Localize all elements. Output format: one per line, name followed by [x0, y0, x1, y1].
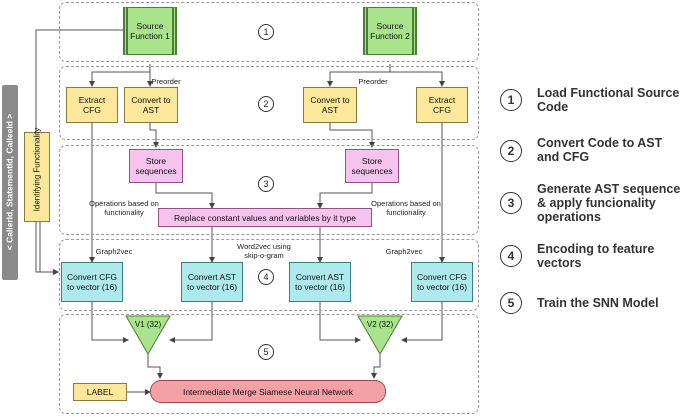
cfg-vector-2: Convert CFG to vector (16) [411, 262, 473, 302]
v1-label: V1 (32) [134, 320, 162, 329]
legend-text-4: Encoding to feature vectors [537, 242, 655, 270]
stage-number-2: 2 [258, 96, 274, 112]
label-box: LABEL [73, 383, 127, 401]
legend-number-2: 2 [500, 140, 522, 162]
v2-triangle [357, 315, 403, 355]
convert-ast-2: Convert to AST [303, 87, 357, 123]
stage-number-4: 4 [258, 269, 274, 285]
legend-text-2: Convert Code to AST and CFG [537, 136, 663, 164]
graph2vec-note-right: Graph2vec [385, 247, 423, 256]
graph2vec-note-left: Graph2vec [95, 247, 133, 256]
ops-note-left: Operations based on functionality [89, 199, 159, 217]
v1-triangle [125, 315, 171, 355]
legend-number-4: 4 [500, 245, 522, 267]
ast-vector-1: Convert AST to vector (16) [181, 262, 243, 302]
edge-v2-merge [371, 352, 381, 379]
legend-number-5: 5 [500, 292, 522, 314]
legend-text-1: Load Functional Source Code [537, 86, 680, 114]
legend-number-3: 3 [500, 192, 522, 214]
stage-number-5: 5 [258, 344, 274, 360]
ast-vector-2: Convert AST to vector (16) [289, 262, 351, 302]
merge-snn-box: Intermediate Merge Siamese Neural Networ… [150, 380, 386, 403]
ids-label-box: < CallerId, StatementId, CalleeId > [2, 85, 18, 280]
edge-functionality [39, 222, 59, 275]
store-sequences-2: Store sequences [345, 149, 399, 183]
convert-ast-1: Convert to AST [124, 87, 178, 123]
edge-src2-cfg [389, 64, 445, 87]
functionality-label: Identifying Functionality [32, 127, 42, 212]
edge-store2-replace [317, 183, 373, 209]
edge-ast2-store [329, 122, 375, 148]
extract-cfg-1: Extract CFG [66, 87, 118, 123]
ids-label: < CallerId, StatementId, CalleeId > [4, 113, 15, 251]
legend-text-5: Train the SNN Model [537, 296, 659, 310]
stage-number-3: 3 [258, 176, 274, 192]
source-function-2: Source Function 2 [363, 7, 417, 55]
cfg-vector-1: Convert CFG to vector (16) [61, 262, 123, 302]
stage-number-1: 1 [258, 24, 274, 40]
stage-frame-2 [59, 66, 479, 140]
stage-frame-5 [59, 314, 479, 414]
edge-v1-merge [147, 352, 163, 379]
stage-frame-4 [59, 239, 479, 311]
v2-label: V2 (32) [366, 320, 394, 329]
preorder-note-1: Preorder [151, 77, 181, 86]
store-sequences-1: Store sequences [129, 149, 183, 183]
word2vec-note: Word2vec using skip-o-gram [237, 242, 291, 260]
stage-frame-1 [59, 2, 479, 62]
extract-cfg-2: Extract CFG [416, 87, 468, 123]
source-function-1: Source Function 1 [123, 7, 177, 55]
stage-frame-3 [59, 145, 479, 235]
functionality-box: Identifying Functionality [24, 128, 50, 222]
edge-ast1-store [149, 122, 159, 148]
replace-constants-box: Replace constant values and variables by… [158, 208, 372, 227]
ops-note-right: Operations based on functionality [371, 199, 441, 217]
legend-number-1: 1 [500, 89, 522, 111]
edge-store1-replace [155, 183, 215, 209]
preorder-note-2: Preorder [358, 77, 388, 86]
legend-text-3: Generate AST sequence & apply funcionali… [537, 182, 681, 224]
